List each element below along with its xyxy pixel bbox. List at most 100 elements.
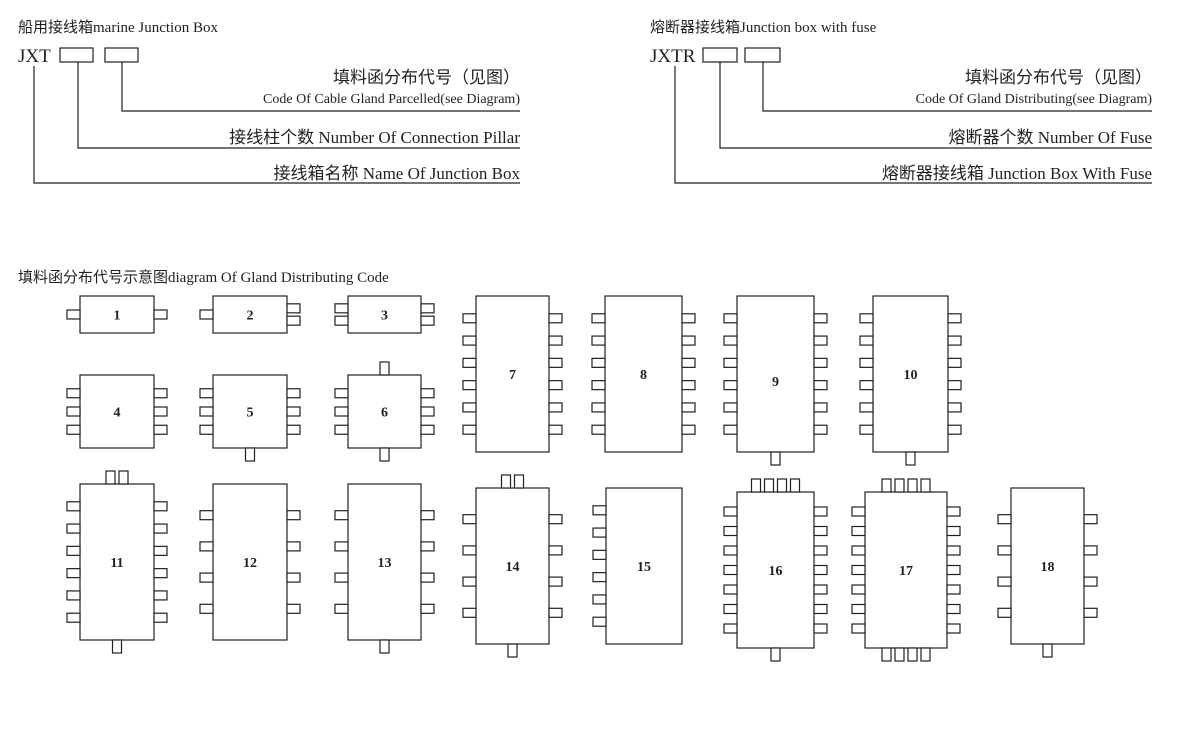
junction-box-16 bbox=[736, 491, 815, 649]
gland-right bbox=[420, 388, 435, 399]
gland-bottom bbox=[905, 451, 916, 466]
gland-left bbox=[66, 612, 81, 623]
gland-right bbox=[947, 335, 962, 346]
gland-right bbox=[813, 603, 828, 615]
gland-left bbox=[859, 424, 874, 435]
gland-right bbox=[420, 603, 435, 614]
junction-box-7 bbox=[475, 295, 550, 453]
gland-right bbox=[286, 541, 301, 552]
jxt-placeholder-box-1 bbox=[59, 47, 94, 63]
gland-code-label: 14 bbox=[506, 560, 520, 575]
jxt-code: JXT bbox=[18, 46, 51, 67]
gland-right bbox=[813, 545, 828, 556]
gland-bottom bbox=[1042, 643, 1053, 658]
gland-left bbox=[199, 603, 214, 614]
gland-left bbox=[592, 527, 607, 538]
gland-right bbox=[548, 545, 563, 556]
gland-left bbox=[66, 523, 81, 534]
gland-right bbox=[813, 402, 828, 413]
gland-bottom bbox=[379, 447, 390, 462]
right-gland-code-en: Code Of Gland Distributing(see Diagram) bbox=[915, 92, 1152, 107]
gland-right bbox=[681, 424, 696, 435]
gland-left bbox=[334, 315, 349, 326]
gland-left bbox=[997, 545, 1012, 556]
gland-left bbox=[591, 335, 606, 346]
gland-left bbox=[591, 380, 606, 391]
gland-left bbox=[591, 313, 606, 324]
gland-left bbox=[66, 568, 81, 579]
diagram-title: 填料函分布代号示意图diagram Of Gland Distributing … bbox=[18, 270, 389, 286]
gland-right bbox=[681, 313, 696, 324]
gland-left bbox=[859, 313, 874, 324]
gland-bottom bbox=[507, 643, 518, 658]
gland-left bbox=[66, 309, 81, 320]
gland-bottom bbox=[244, 447, 256, 462]
gland-right bbox=[1083, 545, 1098, 556]
gland-right bbox=[813, 623, 828, 634]
gland-right bbox=[420, 541, 435, 552]
junction-box-3 bbox=[347, 295, 422, 334]
gland-left bbox=[462, 545, 477, 556]
gland-bottom bbox=[770, 451, 781, 466]
gland-bottom bbox=[920, 647, 931, 662]
gland-left bbox=[462, 335, 477, 346]
gland-code-label: 5 bbox=[247, 406, 254, 421]
gland-right bbox=[420, 303, 435, 314]
gland-top bbox=[776, 478, 788, 493]
gland-code-label: 9 bbox=[772, 375, 779, 390]
gland-left bbox=[591, 357, 606, 368]
gland-top bbox=[881, 478, 892, 493]
gland-right bbox=[548, 514, 563, 525]
junction-box-8 bbox=[604, 295, 683, 453]
gland-right bbox=[1083, 576, 1098, 587]
gland-right bbox=[153, 501, 168, 512]
gland-left bbox=[851, 623, 866, 634]
gland-code-label: 10 bbox=[904, 368, 918, 383]
gland-right bbox=[813, 506, 828, 517]
gland-bottom bbox=[894, 647, 905, 662]
junction-box-13 bbox=[347, 483, 422, 641]
left-gland-code-cn: 填料函分布代号（见图） bbox=[333, 68, 520, 87]
gland-top bbox=[118, 470, 129, 485]
jxtr-code: JXTR bbox=[650, 46, 696, 67]
gland-code-label: 13 bbox=[378, 556, 392, 571]
gland-bottom bbox=[907, 647, 918, 662]
gland-right bbox=[813, 335, 828, 346]
gland-left bbox=[997, 576, 1012, 587]
junction-box-5 bbox=[212, 374, 288, 449]
gland-left bbox=[723, 313, 738, 324]
gland-left bbox=[723, 623, 738, 634]
gland-left bbox=[334, 388, 349, 399]
gland-code-label: 16 bbox=[769, 564, 783, 579]
junction-box-11 bbox=[79, 483, 155, 641]
gland-right bbox=[153, 309, 168, 320]
gland-left bbox=[859, 357, 874, 368]
gland-left bbox=[851, 545, 866, 556]
junction-box-2 bbox=[212, 295, 288, 334]
gland-right bbox=[420, 424, 435, 435]
gland-left bbox=[997, 514, 1012, 525]
junction-box-15 bbox=[605, 487, 683, 645]
gland-right bbox=[947, 380, 962, 391]
gland-top bbox=[894, 478, 905, 493]
gland-left bbox=[592, 594, 607, 605]
gland-code-label: 1 bbox=[114, 309, 121, 324]
junction-box-14 bbox=[475, 487, 550, 645]
gland-code-label: 8 bbox=[640, 368, 647, 383]
gland-right bbox=[548, 335, 563, 346]
junction-box-17 bbox=[864, 491, 948, 649]
gland-right bbox=[1083, 514, 1098, 525]
gland-left bbox=[462, 357, 477, 368]
gland-left bbox=[859, 402, 874, 413]
gland-left bbox=[723, 335, 738, 346]
gland-left bbox=[66, 388, 81, 399]
gland-bottom bbox=[111, 639, 123, 654]
gland-right bbox=[946, 525, 961, 537]
gland-right bbox=[153, 406, 168, 417]
gland-left bbox=[723, 525, 738, 537]
gland-right bbox=[681, 380, 696, 391]
gland-right bbox=[548, 402, 563, 413]
gland-right bbox=[1083, 607, 1098, 618]
gland-right bbox=[153, 612, 168, 623]
